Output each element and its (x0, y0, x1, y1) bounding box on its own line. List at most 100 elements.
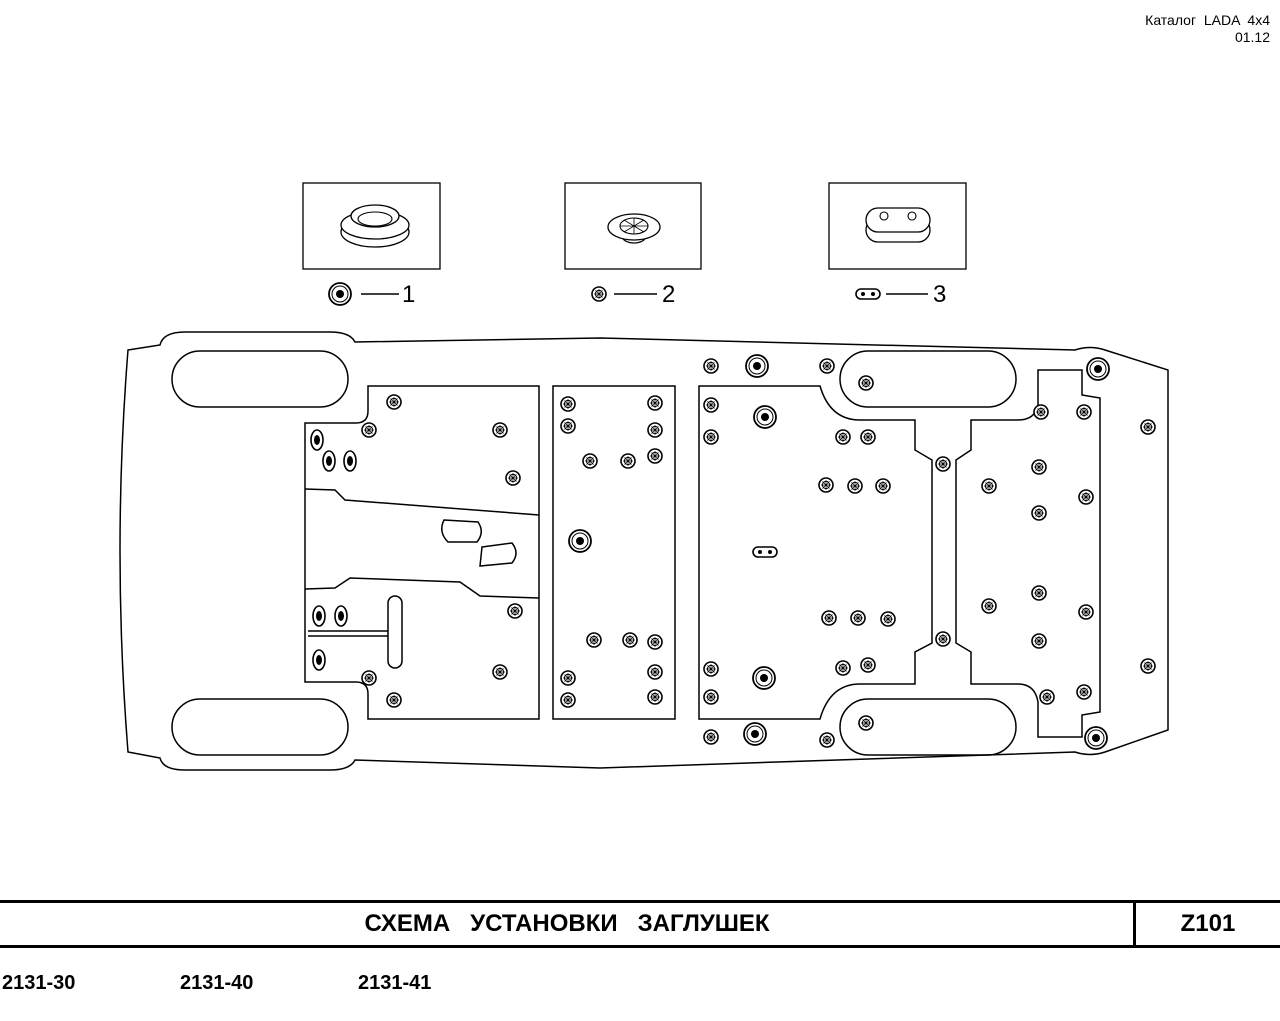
title-bar: СХЕМА УСТАНОВКИ ЗАГЛУШЕК Z101 (0, 900, 1280, 948)
plug-type-2 (647, 634, 663, 650)
plug-type-2 (875, 478, 891, 494)
plug-type-2 (560, 418, 576, 434)
plug-type-2 (1076, 684, 1092, 700)
plug-type-2 (835, 660, 851, 676)
plug-type-2 (847, 478, 863, 494)
plug-type-3 (752, 546, 778, 558)
model-code: 2131-30 (2, 972, 76, 994)
plug-type-2 (1031, 459, 1047, 475)
plug-type-2 (703, 729, 719, 745)
plug-type-2 (860, 429, 876, 445)
plug-type-2 (361, 670, 377, 686)
plug-type-2 (492, 422, 508, 438)
plug-small-drawing (607, 213, 661, 244)
catalog-date: 01.12 (1234, 29, 1270, 45)
plug-type-1 (312, 649, 326, 671)
plug-type-1 (343, 450, 357, 472)
plug-type-2 (386, 692, 402, 708)
catalog-header: Каталог LADA 4x4 01.12 (1145, 12, 1270, 46)
plug-type-2 (361, 422, 377, 438)
plug-type-2 (560, 670, 576, 686)
plug-type-2 (560, 692, 576, 708)
plug-type-2 (647, 689, 663, 705)
catalog-title: Каталог LADA 4x4 (1145, 12, 1270, 28)
plug-type-1 (334, 605, 348, 627)
plug-type-1 (745, 354, 769, 378)
plug-type-2 (1031, 505, 1047, 521)
plug-type-2 (647, 448, 663, 464)
plug-small-round-icon (591, 286, 607, 302)
model-code: 2131-40 (180, 972, 254, 994)
plug-type-2 (1031, 633, 1047, 649)
plug-type-2 (819, 358, 835, 374)
model-list: 2131-30 2131-40 2131-41 (0, 972, 1280, 998)
legend-number-2: 2 (662, 281, 675, 308)
plug-type-2 (1078, 489, 1094, 505)
plug-type-1 (310, 429, 324, 451)
plug-type-2 (858, 715, 874, 731)
plug-type-1 (1086, 357, 1110, 381)
page-code: Z101 (1180, 910, 1236, 937)
plug-type-2 (505, 470, 521, 486)
plug-large-round-icon (328, 282, 352, 306)
model-code: 2131-41 (358, 972, 432, 994)
plug-type-1 (753, 405, 777, 429)
plug-type-2 (703, 397, 719, 413)
plug-type-2 (819, 732, 835, 748)
plug-type-2 (622, 632, 638, 648)
legend-item-1: 1 (328, 281, 415, 308)
plug-type-2 (935, 631, 951, 647)
plug-type-2 (1033, 404, 1049, 420)
legend-item-3: 3 (855, 281, 946, 308)
plug-type-2 (1140, 658, 1156, 674)
plug-type-2 (1140, 419, 1156, 435)
plug-type-2 (703, 358, 719, 374)
plug-oval-icon (855, 288, 881, 300)
page-title: СХЕМА УСТАНОВКИ ЗАГЛУШЕК (364, 910, 770, 937)
legend-item-2: 2 (591, 281, 675, 308)
plug-type-2 (818, 477, 834, 493)
legend-number-1: 1 (402, 281, 415, 308)
plug-type-2 (647, 664, 663, 680)
plug-type-2 (386, 394, 402, 410)
legend-box-1 (302, 182, 441, 270)
plug-type-2 (858, 375, 874, 391)
plug-type-1 (752, 666, 776, 690)
plug-type-2 (981, 478, 997, 494)
plug-type-2 (560, 396, 576, 412)
plug-type-2 (647, 422, 663, 438)
plug-type-1 (1084, 726, 1108, 750)
plug-type-2 (1031, 585, 1047, 601)
plug-type-1 (322, 450, 336, 472)
plug-type-2 (1039, 689, 1055, 705)
plug-type-2 (835, 429, 851, 445)
plug-type-1 (743, 722, 767, 746)
plug-type-2 (582, 453, 598, 469)
plug-type-2 (1076, 404, 1092, 420)
plug-type-2 (981, 598, 997, 614)
plug-type-2 (586, 632, 602, 648)
legend-number-3: 3 (933, 281, 946, 308)
legend-box-2 (564, 182, 702, 270)
plug-type-2 (507, 603, 523, 619)
plug-type-1 (568, 529, 592, 553)
plug-large-drawing (340, 204, 410, 248)
plug-type-2 (492, 664, 508, 680)
plug-type-2 (620, 453, 636, 469)
plug-type-2 (935, 456, 951, 472)
plug-type-1 (312, 605, 326, 627)
title-divider (1133, 903, 1136, 945)
plug-installation-diagram: 1 2 3 (119, 182, 1169, 771)
plug-oval-drawing (865, 207, 931, 243)
plug-type-2 (703, 429, 719, 445)
plug-type-2 (703, 661, 719, 677)
plug-type-2 (850, 610, 866, 626)
plug-type-2 (647, 395, 663, 411)
floor-plugs (310, 354, 1156, 750)
plug-type-2 (703, 689, 719, 705)
legend-box-3 (828, 182, 967, 270)
plug-type-2 (821, 610, 837, 626)
plug-type-2 (880, 611, 896, 627)
plug-type-2 (1078, 604, 1094, 620)
plug-type-2 (860, 657, 876, 673)
